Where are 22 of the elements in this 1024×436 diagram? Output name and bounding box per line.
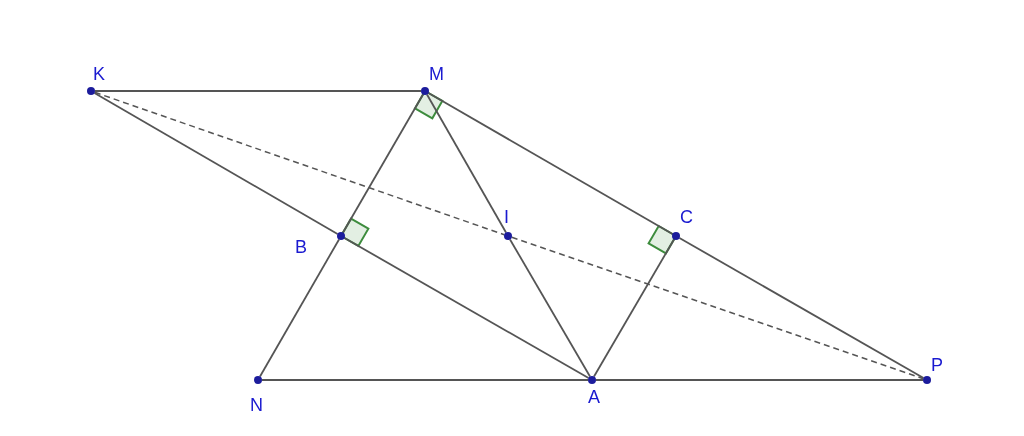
point-label: M (429, 65, 444, 83)
point-label: A (588, 388, 600, 406)
line-segment (342, 93, 424, 234)
line-segment (259, 238, 340, 378)
line-segment (593, 238, 675, 378)
point-label: B (295, 238, 307, 256)
point-label: K (93, 65, 105, 83)
point-label: I (504, 208, 509, 226)
line-segment (94, 90, 422, 92)
dashed-line (94, 91, 505, 236)
line-segment (343, 237, 590, 379)
line-segment (426, 93, 507, 234)
point-label: C (680, 208, 693, 226)
line-segment (509, 238, 591, 378)
point-label: N (250, 396, 263, 414)
line-segment (678, 237, 925, 379)
line-segment (93, 92, 339, 235)
point-label: P (931, 356, 943, 374)
dashed-line (511, 236, 924, 380)
line-segment (427, 92, 674, 235)
line-segment (261, 379, 589, 381)
line-segment (595, 379, 924, 381)
